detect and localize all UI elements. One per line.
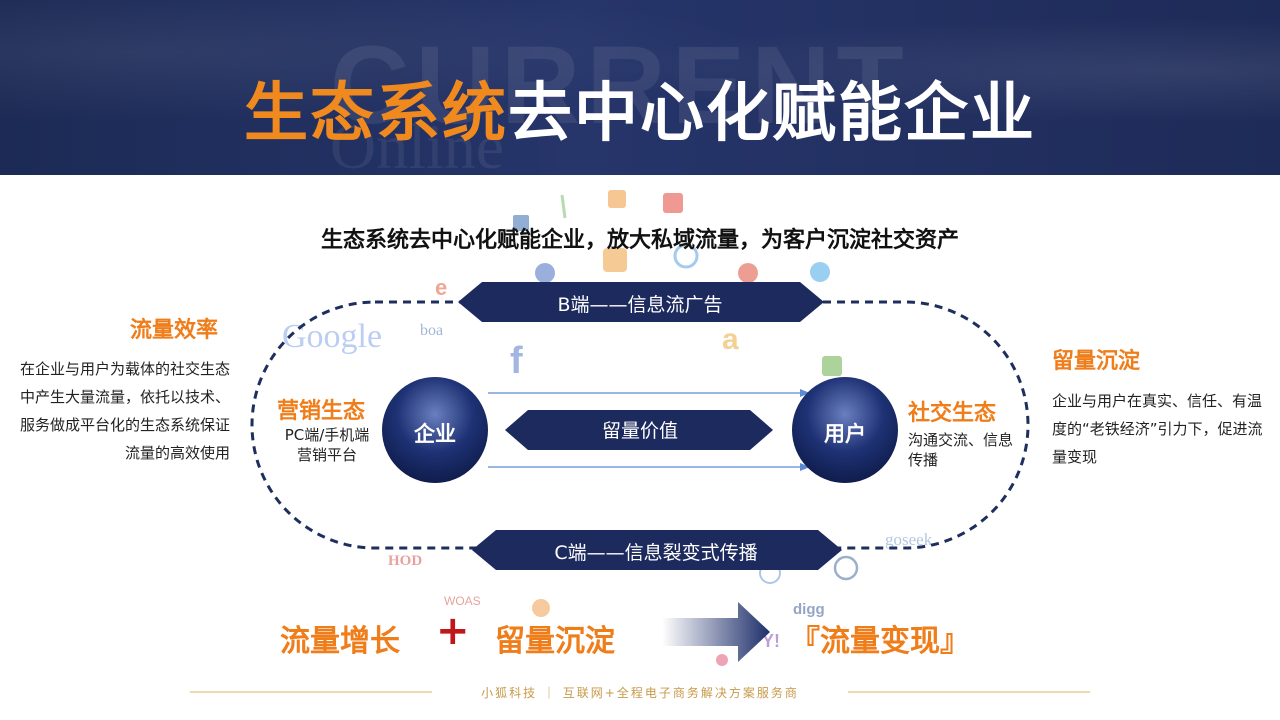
formula-plus-sign: + — [436, 608, 470, 654]
amazon-logo: a — [722, 323, 739, 356]
pinterest-icon — [673, 243, 699, 269]
email-logo: e — [435, 275, 448, 300]
goseek-logo: goseek — [885, 530, 933, 549]
digg-logo: digg — [793, 601, 825, 618]
facebook-logo: f — [510, 340, 523, 382]
group-icon — [535, 263, 555, 283]
c-channel-ribbon — [472, 530, 842, 570]
conversion-arrow — [662, 602, 770, 662]
weibo-icon — [738, 263, 758, 283]
bubble-icon — [716, 654, 728, 666]
left-panel-title: 流量效率 — [130, 318, 219, 343]
right-panel-title: 留量沉淀 — [1052, 349, 1141, 374]
bottom-arrow-head — [800, 463, 810, 471]
woas-logo: WOAS — [444, 594, 481, 608]
page-title: 生态系统去中心化赋能企业 — [0, 62, 1280, 154]
b-channel-label: B端——信息流广告 — [557, 294, 723, 316]
formula-traffic-growth: 流量增长 — [280, 624, 400, 659]
google-logo-text: Google — [282, 318, 383, 355]
b-channel-ribbon — [458, 282, 824, 322]
user-circle — [792, 377, 898, 483]
google-logo: Google — [282, 318, 382, 356]
banner-background-word: CURRENT — [330, 24, 910, 147]
marketing-ecosystem-title: 营销生态 — [277, 399, 366, 424]
leaf-icon — [560, 194, 567, 219]
enterprise-circle — [382, 377, 488, 483]
sheet-icon — [663, 193, 683, 213]
skype-icon — [810, 262, 830, 282]
right-panel-text: 企业与用户在真实、信任、有温度的“老铁经济”引力下，促进流量变现 — [1052, 392, 1263, 466]
left-panel-text: 在企业与用户为载体的社交生态中产生大量流量，依托以技术、服务做成平台化的生态系统… — [20, 360, 231, 462]
small-icon — [532, 599, 550, 617]
page-title-rest: 去中心化赋能企业 — [508, 77, 1036, 151]
user-label: 用户 — [824, 422, 866, 446]
marketing-ecosystem-line-1: PC端/手机端 — [284, 426, 370, 444]
formula-monetization: 『流量变现』 — [790, 624, 970, 659]
wordpress-icon — [833, 555, 859, 581]
formula-retention: 留量沉淀 — [495, 624, 615, 659]
footer-tagline: 小狐科技 ｜ 互联网+全程电子商务解决方案服务商 — [481, 686, 799, 700]
linkedin-icon — [513, 215, 529, 231]
header-banner: CURRENT Online 生态系统去中心化赋能企业 — [0, 0, 1280, 175]
middle-value-ribbon — [505, 410, 773, 450]
page-title-highlight: 生态系统 — [244, 77, 508, 151]
banner-background-word-2: Online — [330, 111, 505, 175]
social-ecosystem-line-2: 传播 — [908, 451, 939, 469]
social-ecosystem-line-1: 沟通交流、信息 — [908, 431, 1014, 449]
hod-logo: HOD — [388, 553, 423, 569]
top-arrow-head — [800, 389, 810, 397]
c-channel-label: C端——信息裂变式传播 — [554, 542, 758, 564]
p-icon — [822, 356, 842, 376]
marketing-ecosystem-line-2: 营销平台 — [296, 446, 357, 464]
middle-value-label: 留量价值 — [601, 420, 678, 442]
enterprise-label: 企业 — [414, 422, 456, 446]
boa-logo: boa — [420, 322, 444, 339]
banner-background-glow — [0, 0, 1280, 175]
yahoo-logo: Y! — [762, 631, 780, 651]
social-ecosystem-title: 社交生态 — [908, 401, 997, 426]
tile-icon — [603, 248, 627, 272]
subtitle: 生态系统去中心化赋能企业，放大私域流量，为客户沉淀社交资产 — [320, 228, 959, 253]
rss-icon — [608, 190, 626, 208]
